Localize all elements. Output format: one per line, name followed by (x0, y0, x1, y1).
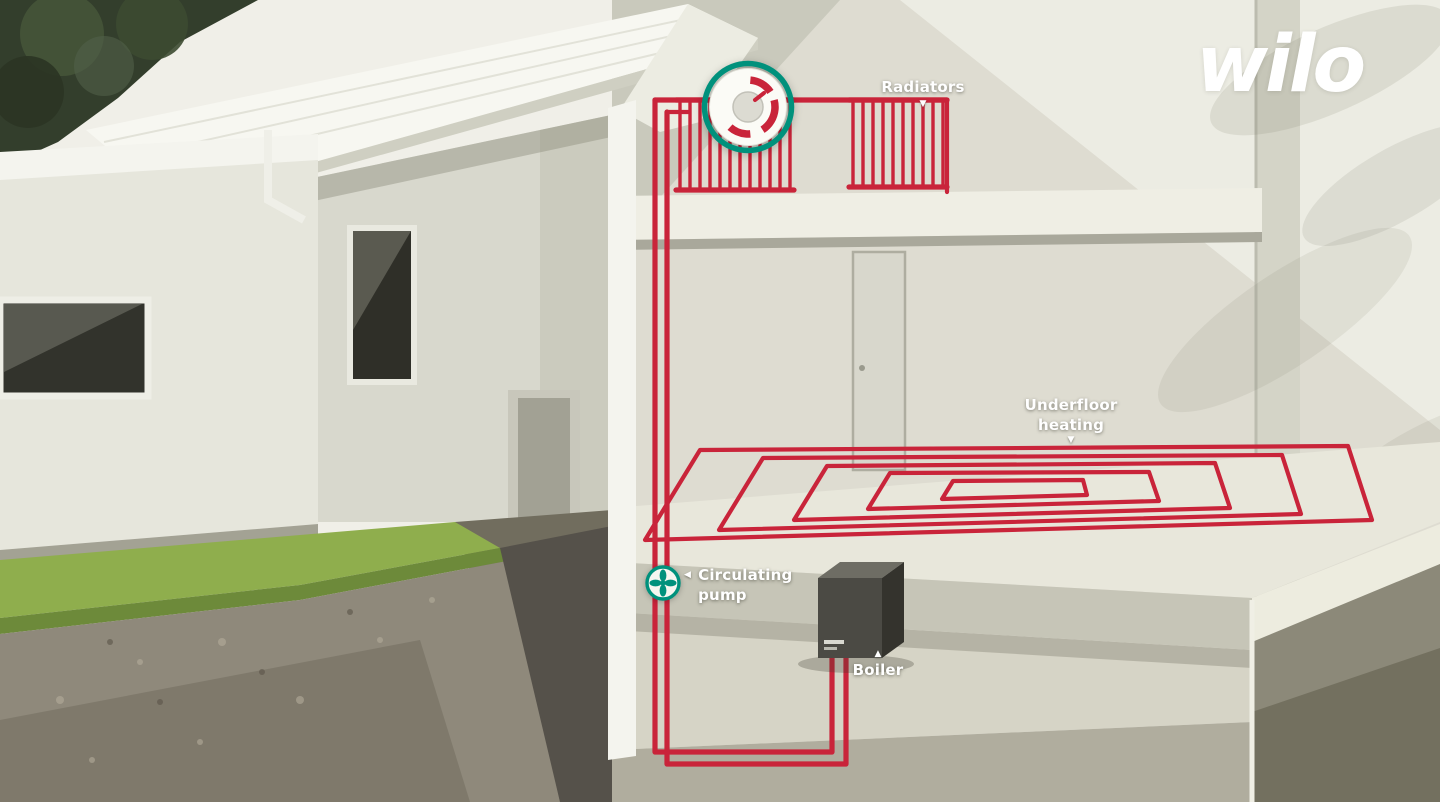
wilo-logo: wilo (1196, 26, 1366, 104)
pointer-left-icon: ◀ (684, 570, 692, 580)
underfloor-heating-coil (642, 443, 1375, 543)
label-radiators: Radiators ▼ (858, 78, 988, 109)
pump-label-line1: Circulating (698, 566, 793, 584)
right-terrace (1249, 524, 1440, 802)
grass (0, 522, 500, 618)
radiators-label-text: Radiators (881, 78, 965, 96)
gutter-downpipe (264, 130, 306, 224)
underfloor-label-line2: heating (1037, 415, 1105, 434)
wall-cut-face (608, 100, 636, 760)
label-circulating-pump: ◀ Circulating pump (684, 566, 792, 605)
circulating-pump-icon[interactable] (644, 564, 682, 602)
boiler-label-text: Boiler (852, 661, 904, 679)
ground (0, 510, 612, 802)
pointer-down-icon: ▼ (919, 98, 927, 109)
pointer-down-icon: ▼ (1067, 434, 1075, 445)
label-boiler: ▲ Boiler (840, 650, 916, 680)
wilo-logo-text: wilo (1196, 20, 1366, 110)
label-underfloor-heating: Underfloor heating ▼ (1001, 396, 1141, 445)
pump-label-line2: pump (698, 585, 747, 604)
pointer-up-icon: ▲ (874, 649, 882, 659)
interior-door (851, 250, 907, 472)
thermostat-dial-icon[interactable] (701, 60, 795, 154)
underfloor-label-line1: Underfloor (1024, 396, 1118, 414)
upper-floor-slab (612, 188, 1262, 250)
basement (612, 612, 1252, 802)
left-wing (0, 134, 318, 566)
pump-impeller-icon (649, 569, 677, 597)
heating-pipes (642, 97, 1375, 767)
radiator-right (846, 97, 950, 190)
boiler (798, 562, 914, 673)
trees (0, 0, 258, 168)
